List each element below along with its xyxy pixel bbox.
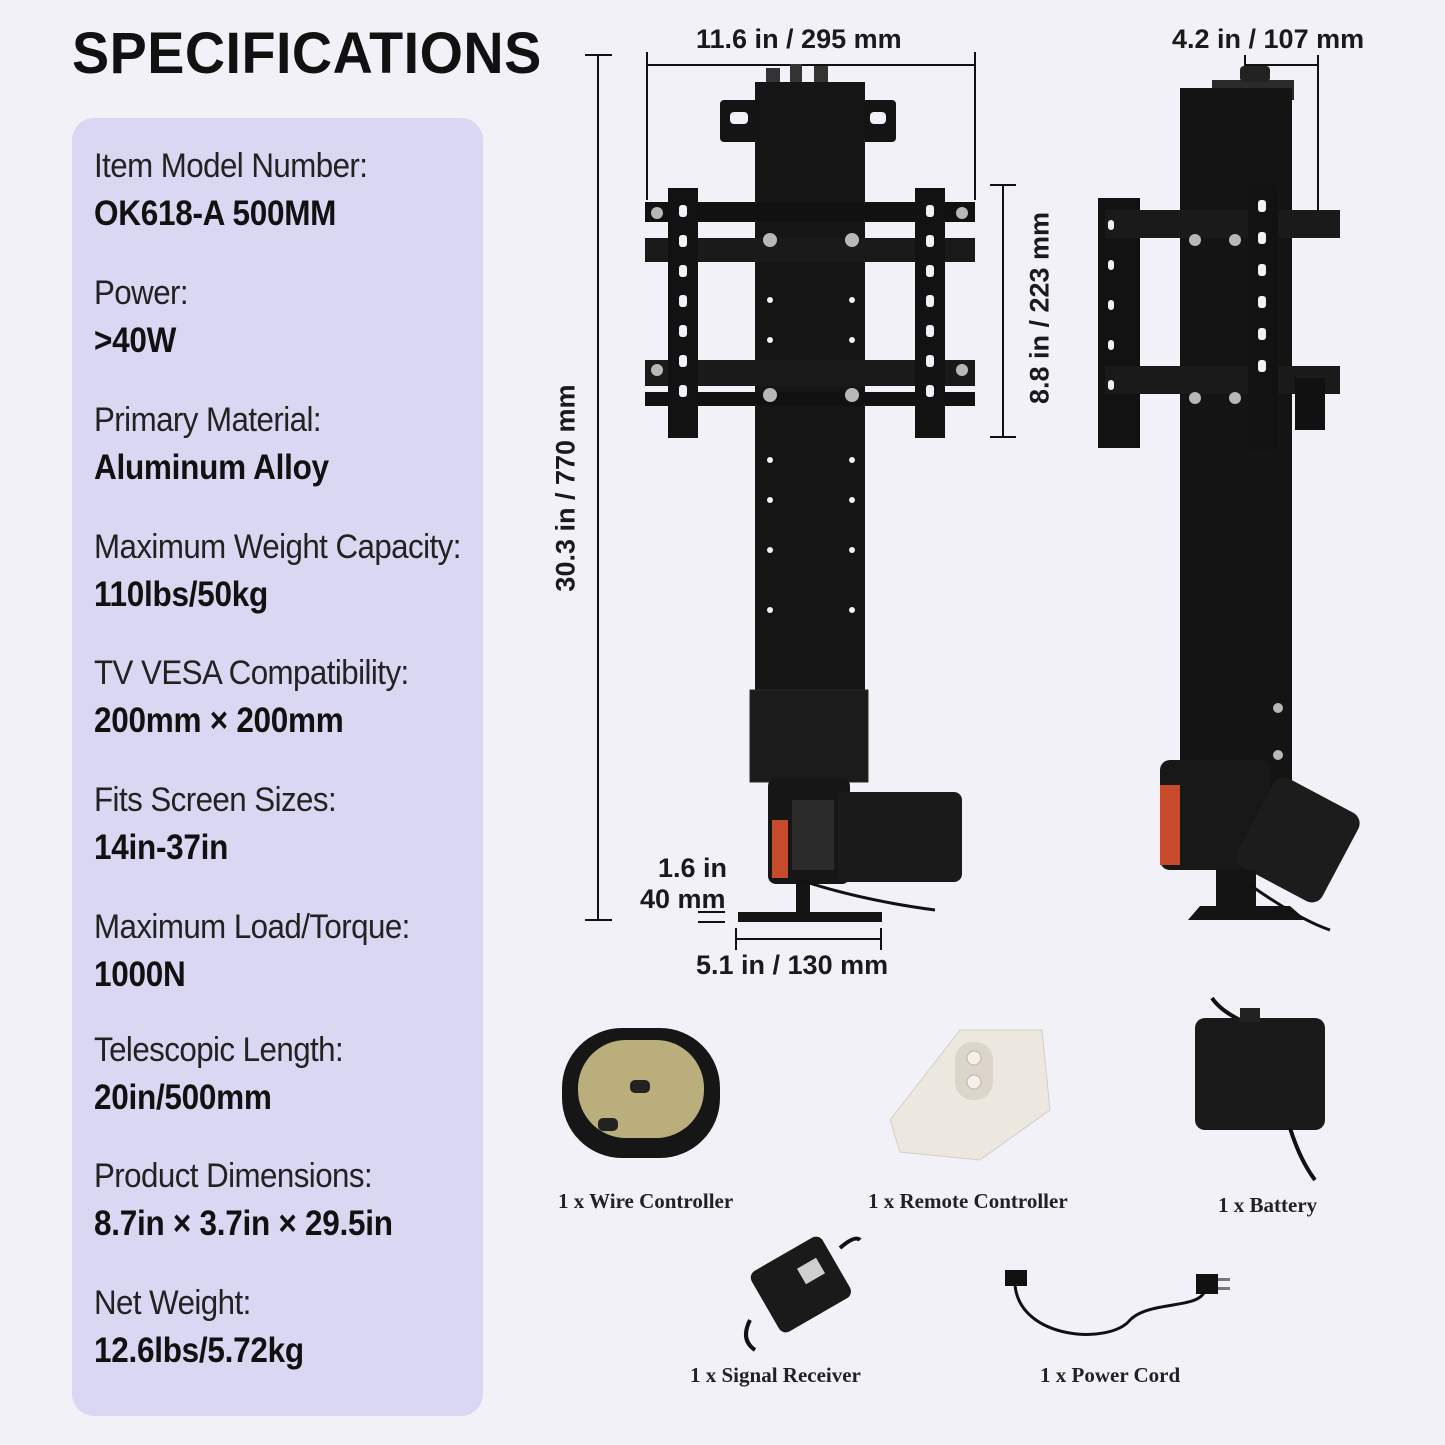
spec-value: 14in-37in [94, 828, 229, 867]
spec-value: 1000N [94, 955, 186, 994]
height-dimension-label: 30.3 in / 770 mm [550, 384, 581, 592]
spec-item-telescopic: Telescopic Length: 20in/500mm [94, 1030, 365, 1120]
battery-image [1195, 996, 1325, 1182]
base-thickness-in-label: 1.6 in [658, 853, 728, 883]
spec-item-weight-capacity: Maximum Weight Capacity: 110lbs/50kg [94, 527, 493, 617]
spec-label: Primary Material: [94, 401, 322, 439]
tv-lift-side-view [1098, 66, 1360, 932]
width-dimension-label: 11.6 in / 295 mm [696, 24, 902, 54]
wire-controller-label: 1 x Wire Controller [558, 1189, 734, 1213]
spec-value: 8.7in × 3.7in × 29.5in [94, 1204, 393, 1243]
remote-controller-label: 1 x Remote Controller [868, 1189, 1068, 1213]
battery-label: 1 x Battery [1218, 1193, 1318, 1217]
spec-value: 12.6lbs/5.72kg [94, 1331, 304, 1370]
spec-label: Maximum Load/Torque: [94, 908, 410, 946]
spec-label: Fits Screen Sizes: [94, 781, 337, 819]
power-cord-label: 1 x Power Cord [1040, 1363, 1181, 1387]
bracket-height-label: 8.8 in / 223 mm [1024, 211, 1055, 405]
spec-label: Power: [94, 274, 189, 312]
dimension-lines [585, 52, 1319, 950]
spec-item-model: Item Model Number: OK618-A 500MM [94, 146, 391, 236]
spec-label: Maximum Weight Capacity: [94, 528, 461, 566]
wire-controller-image [562, 1028, 720, 1158]
spec-panel: Item Model Number: OK618-A 500MM Power: … [72, 118, 483, 1416]
base-thickness-mm-label: 40 mm [640, 884, 726, 914]
base-width-label: 5.1 in / 130 mm [696, 950, 889, 980]
spec-label: Telescopic Length: [94, 1031, 344, 1069]
tv-lift-front-view [645, 64, 975, 922]
page-title: SPECIFICATIONS [72, 21, 542, 86]
spec-label: Net Weight: [94, 1284, 251, 1322]
depth-dimension-label: 4.2 in / 107 mm [1172, 24, 1365, 54]
spec-value: 110lbs/50kg [94, 575, 268, 614]
spec-value: 20in/500mm [94, 1078, 272, 1117]
spec-label: Product Dimensions: [94, 1157, 373, 1195]
spec-item-screen-sizes: Fits Screen Sizes: 14in-37in [94, 780, 357, 870]
signal-receiver-image [744, 1236, 862, 1352]
spec-item-vesa: TV VESA Compatibility: 200mm × 200mm [94, 653, 436, 743]
remote-controller-image [889, 1029, 1051, 1161]
spec-item-dimensions: Product Dimensions: 8.7in × 3.7in × 29.5… [94, 1156, 426, 1246]
spec-item-load: Maximum Load/Torque: 1000N [94, 907, 437, 997]
spec-item-net-weight: Net Weight: 12.6lbs/5.72kg [94, 1283, 327, 1373]
spec-item-material: Primary Material: Aluminum Alloy [94, 400, 355, 490]
spec-label: TV VESA Compatibility: [94, 654, 409, 692]
spec-label: Item Model Number: [94, 147, 368, 185]
spec-item-power: Power: >40W [94, 273, 196, 363]
spec-value: Aluminum Alloy [94, 448, 329, 487]
power-cord-image [1005, 1270, 1230, 1336]
signal-receiver-label: 1 x Signal Receiver [690, 1363, 861, 1387]
spec-value: >40W [94, 321, 177, 360]
spec-value: OK618-A 500MM [94, 194, 337, 233]
spec-value: 200mm × 200mm [94, 701, 344, 740]
